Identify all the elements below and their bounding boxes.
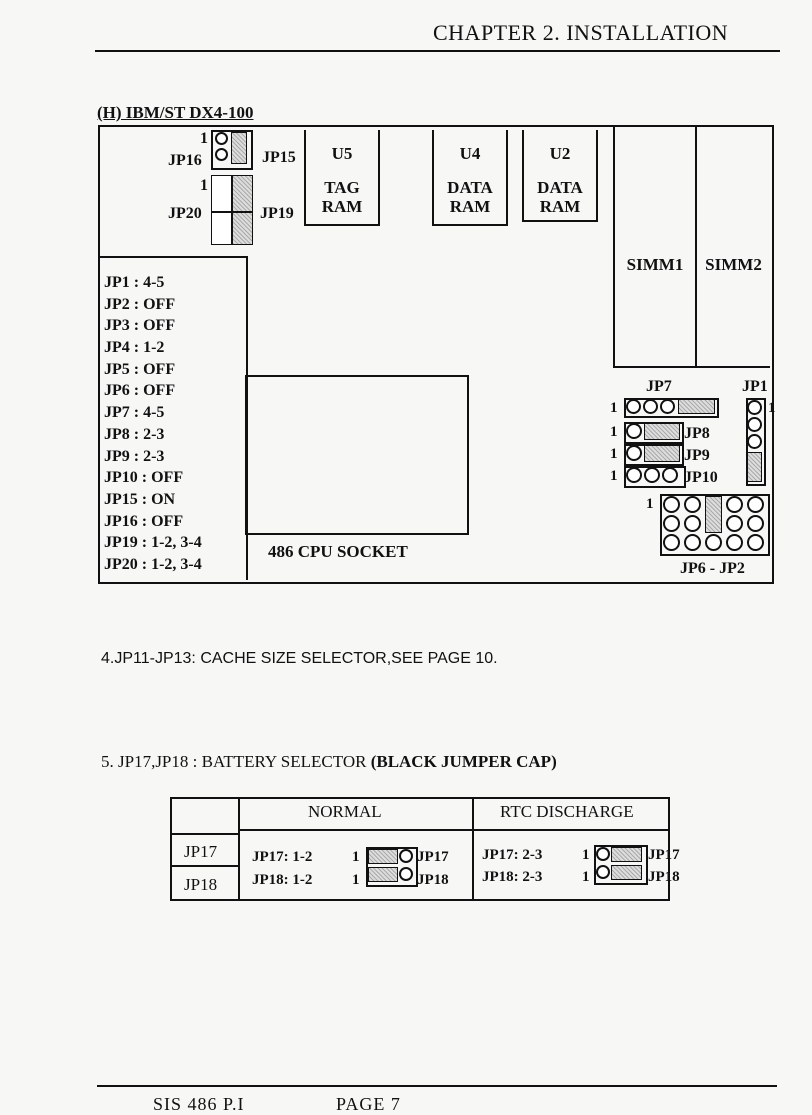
u5-line1: TAG — [324, 178, 360, 197]
jumper-setting: JP5 : OFF — [104, 360, 176, 378]
rtc-jp18: JP18: 2-3 — [482, 869, 543, 885]
u4-label: U4 — [459, 144, 481, 163]
row-jp17: JP17 — [184, 842, 218, 861]
footer-left: SIS 486 P.I — [153, 1094, 245, 1114]
u5-tag-ram-chip: U5 TAG RAM — [304, 130, 380, 226]
jumper-cap — [231, 132, 247, 164]
jumper-setting: JP2 : OFF — [104, 295, 176, 313]
jumper-setting: JP3 : OFF — [104, 317, 176, 335]
jp1-label: JP1 — [742, 378, 768, 395]
jp10-label: JP10 — [684, 469, 718, 486]
jp9-pin1-label: 1 — [610, 446, 618, 462]
jp16-jumper — [211, 130, 253, 170]
rtc-pin1-b: 1 — [582, 869, 590, 885]
u4-line2: RAM — [449, 197, 491, 216]
motherboard-outline — [98, 125, 774, 584]
rtc-jp17-tag: JP17 — [648, 847, 680, 863]
jumper-pin — [215, 132, 228, 145]
jp8-jumper — [624, 422, 684, 444]
simm2-slot: SIMM2 — [695, 125, 770, 368]
jumper-setting: JP16 : OFF — [104, 512, 184, 530]
header-rule — [95, 50, 780, 52]
row-jp18: JP18 — [184, 875, 218, 894]
chapter-header: CHAPTER 2. INSTALLATION — [433, 20, 729, 45]
note-cache-size: 4.JP11-JP13: CACHE SIZE SELECTOR,SEE PAG… — [101, 650, 498, 667]
jumper-pin — [215, 148, 228, 161]
jp1-pin1-label: 1 — [768, 400, 776, 416]
normal-jp18-tag: JP18 — [417, 872, 449, 888]
u2-data-ram-chip: U2 DATA RAM — [522, 130, 598, 222]
jp8-label: JP8 — [684, 425, 710, 442]
jp1-jumper — [746, 398, 766, 486]
simm1-label: SIMM1 — [626, 255, 684, 274]
note-battery-bold: (BLACK JUMPER CAP) — [370, 752, 557, 771]
jp6-jp2-pin1-label: 1 — [646, 496, 654, 512]
jp8-pin1-label: 1 — [610, 424, 618, 440]
rtc-header: RTC DISCHARGE — [500, 802, 634, 821]
jumper-settings-panel — [98, 256, 248, 580]
rtc-pin1-a: 1 — [582, 847, 590, 863]
u4-data-ram-chip: U4 DATA RAM — [432, 130, 508, 226]
jp10-jumper — [624, 466, 686, 488]
footer-rule — [97, 1085, 777, 1087]
jumper-setting: JP10 : OFF — [104, 469, 184, 487]
normal-header: NORMAL — [308, 802, 382, 821]
u2-line2: RAM — [539, 197, 581, 216]
normal-jp18: JP18: 1-2 — [252, 872, 313, 888]
jp7-label: JP7 — [646, 378, 672, 395]
jp9-jumper — [624, 444, 684, 466]
u2-label: U2 — [549, 144, 571, 163]
rtc-jp18-tag: JP18 — [648, 869, 680, 885]
jumper-setting: JP15 : ON — [104, 490, 176, 508]
simm1-slot: SIMM1 — [613, 125, 697, 368]
normal-pin1-b: 1 — [352, 872, 360, 888]
note-battery-selector: 5. JP17,JP18 : BATTERY SELECTOR (BLACK J… — [101, 752, 557, 772]
normal-jp17-tag: JP17 — [417, 849, 449, 865]
jumper-setting: JP1 : 4-5 — [104, 274, 165, 291]
jp7-jumper — [624, 398, 719, 418]
jumper-settings-list: JP1 : 4-5 JP2 : OFF JP3 : OFF JP4 : 1-2 … — [104, 272, 202, 576]
jp6-jp2-label: JP6 - JP2 — [680, 560, 745, 577]
jp20-jp19-jumper-block — [211, 175, 255, 247]
jumper-setting: JP8 : 2-3 — [104, 425, 165, 443]
rtc-jumpers — [594, 845, 648, 887]
jp15-label: JP15 — [262, 149, 296, 166]
jumper-setting: JP20 : 1-2, 3-4 — [104, 555, 202, 573]
normal-jp17: JP17: 1-2 — [252, 849, 313, 865]
battery-selector-table: NORMAL RTC DISCHARGE JP17 JP18 JP17: 1-2… — [170, 797, 680, 901]
jumper-setting: JP7 : 4-5 — [104, 404, 165, 422]
jumper-setting: JP9 : 2-3 — [104, 447, 165, 465]
jp19-label: JP19 — [260, 205, 294, 222]
jp16-pin1-label: 1 — [200, 130, 208, 147]
normal-pin1-a: 1 — [352, 849, 360, 865]
jumper-setting: JP4 : 1-2 — [104, 339, 165, 357]
section-title: (H) IBM/ST DX4-100 — [97, 103, 254, 122]
u5-label: U5 — [331, 144, 353, 163]
jumper-setting: JP19 : 1-2, 3-4 — [104, 534, 202, 552]
note-battery-text: 5. JP17,JP18 : BATTERY SELECTOR — [101, 752, 367, 771]
simm2-label: SIMM2 — [705, 255, 762, 274]
u2-line1: DATA — [537, 178, 583, 197]
jp20-label: JP20 — [168, 205, 202, 222]
jumper-setting: JP6 : OFF — [104, 382, 176, 400]
u5-line2: RAM — [321, 197, 363, 216]
jp10-pin1-label: 1 — [610, 468, 618, 484]
jp16-label: JP16 — [168, 152, 202, 169]
footer-page: PAGE 7 — [336, 1094, 401, 1114]
normal-jumpers — [366, 847, 418, 889]
cpu-socket-label: 486 CPU SOCKET — [268, 542, 408, 561]
jp20-pin1-label: 1 — [200, 177, 208, 194]
u4-line1: DATA — [447, 178, 493, 197]
rtc-jp17: JP17: 2-3 — [482, 847, 543, 863]
jp9-label: JP9 — [684, 447, 710, 464]
cpu-socket — [245, 375, 469, 535]
jp7-pin1-label: 1 — [610, 400, 618, 416]
jp6-jp2-jumper-block — [660, 494, 770, 556]
